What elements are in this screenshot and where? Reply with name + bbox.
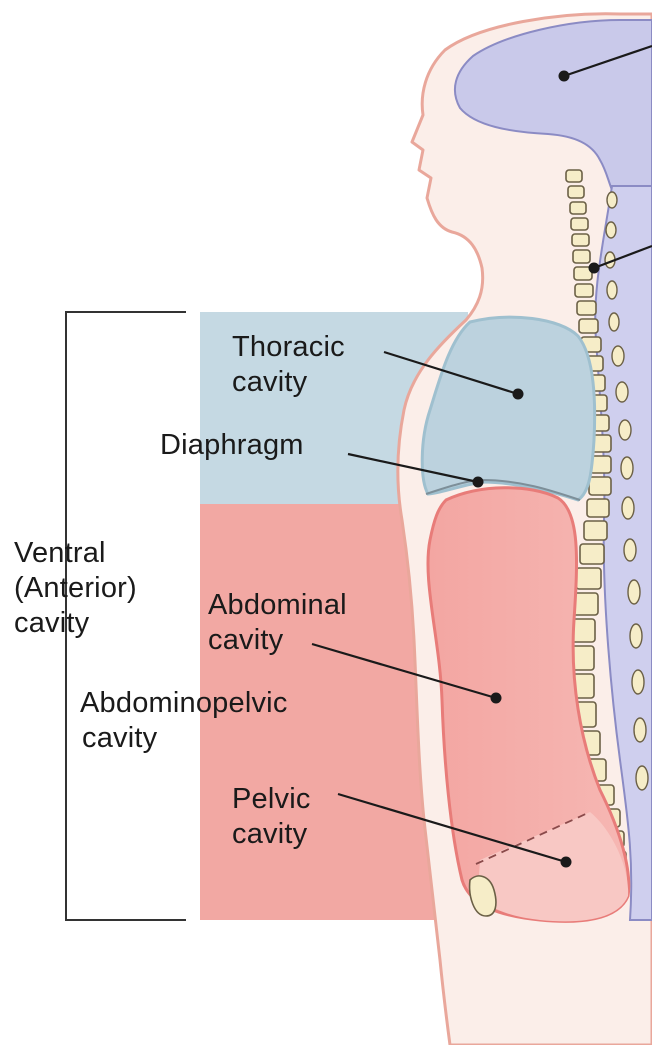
ventral-cavity-label: Ventral (Anterior) cavity bbox=[14, 536, 137, 641]
pelvic-cavity-label: Pelvic cavity bbox=[232, 782, 311, 852]
abdominal-label-line1: Abdominal bbox=[208, 588, 347, 623]
abdominopelvic-cavity-label: Abdominopelvic cavity bbox=[80, 686, 288, 756]
abdominopelvic-label-line1: Abdominopelvic bbox=[80, 686, 288, 721]
abdominal-cavity-label: Abdominal cavity bbox=[208, 588, 347, 658]
pelvic-label-line1: Pelvic bbox=[232, 782, 311, 817]
abdominopelvic-label-line2: cavity bbox=[80, 721, 288, 756]
thoracic-label-line2: cavity bbox=[232, 365, 345, 400]
abdominal-label-line2: cavity bbox=[208, 623, 347, 658]
thoracic-label-line1: Thoracic bbox=[232, 330, 345, 365]
ventral-label-line3: cavity bbox=[14, 606, 137, 641]
thoracic-cavity-label: Thoracic cavity bbox=[232, 330, 345, 400]
pelvic-label-line2: cavity bbox=[232, 817, 311, 852]
diaphragm-label: Diaphragm bbox=[160, 428, 304, 463]
ventral-label-line2: (Anterior) bbox=[14, 571, 137, 606]
ventral-label-line1: Ventral bbox=[14, 536, 137, 571]
